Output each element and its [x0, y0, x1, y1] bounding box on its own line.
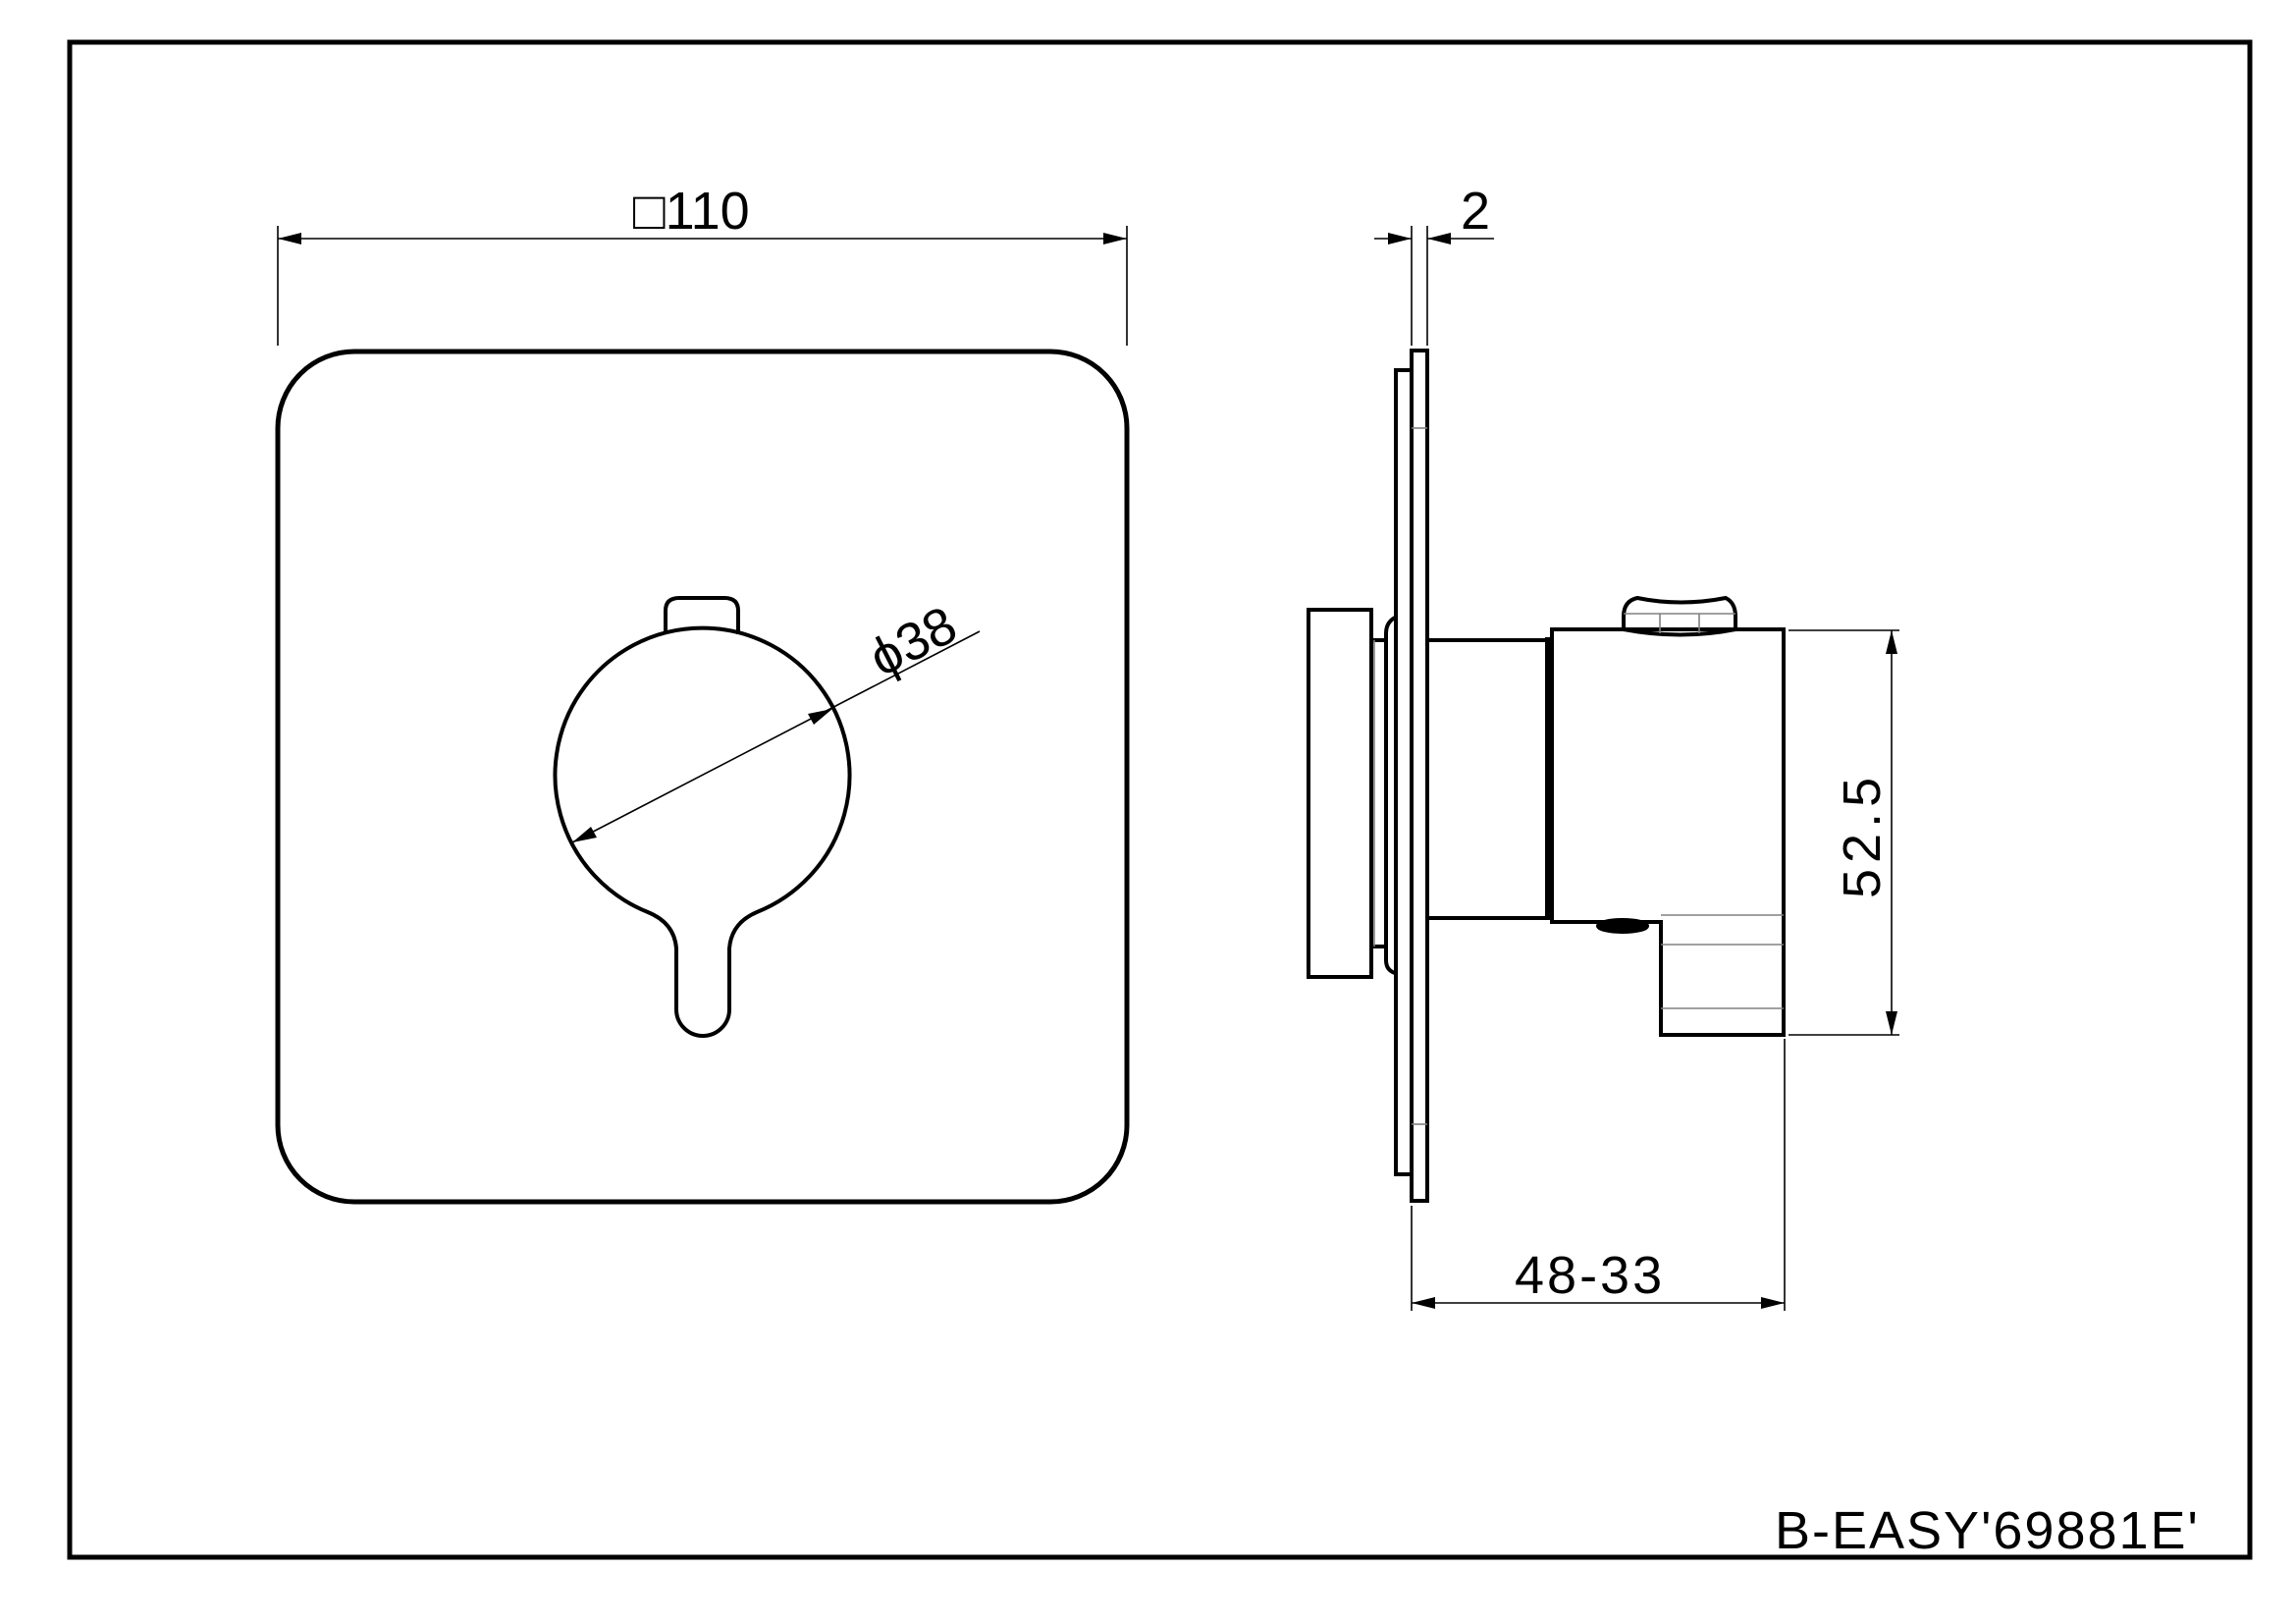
body-section-2	[1550, 627, 1786, 1037]
body-height-dimension: 52.5	[1789, 629, 1899, 1036]
diameter-dimension-label: ϕ38	[860, 595, 966, 687]
knob-front-cap	[1307, 608, 1373, 979]
diameter-dimension: ϕ38	[571, 595, 981, 843]
bottom-oval-detail	[1596, 918, 1649, 934]
arrowhead-right	[1427, 233, 1451, 244]
arrowhead-lower	[572, 827, 597, 842]
arrowhead-left	[278, 233, 301, 244]
width-dimension: □110	[277, 182, 1128, 346]
arrowhead-left	[1388, 233, 1412, 244]
sheet-border	[67, 39, 2253, 1560]
knob-top-tab	[664, 596, 740, 634]
knob-handle-outline	[553, 625, 852, 1038]
plate-thickness-label: 2	[1461, 182, 1490, 241]
plate-outer-layer	[1410, 349, 1429, 1203]
plate-inner-layer	[1394, 368, 1412, 1176]
arrowhead-top	[1886, 630, 1897, 654]
projection-dimension: 48-33	[1411, 1039, 1786, 1311]
rosette-lip	[1384, 616, 1397, 975]
knob-top-profile	[1622, 595, 1737, 637]
arrowhead-left	[1412, 1297, 1435, 1309]
body-section-1	[1425, 638, 1550, 920]
projection-label: 48-33	[1515, 1246, 1665, 1305]
arrowhead-bottom	[1886, 1011, 1897, 1035]
cover-plate-outline	[275, 349, 1130, 1205]
width-dimension-label: □110	[633, 182, 750, 241]
arrowhead-right	[1103, 233, 1127, 244]
plate-thickness-dimension: 2	[1374, 182, 1494, 346]
side-view: 2 52.5 48-33	[1307, 182, 1899, 1311]
arrowhead-upper	[808, 709, 832, 725]
body-height-label: 52.5	[1833, 772, 1892, 898]
front-view: □110 ϕ38	[275, 182, 1130, 1205]
arrowhead-right	[1761, 1297, 1785, 1309]
diameter-line	[571, 630, 981, 843]
model-code-label: B-EASY'69881E'	[1775, 1501, 2200, 1560]
